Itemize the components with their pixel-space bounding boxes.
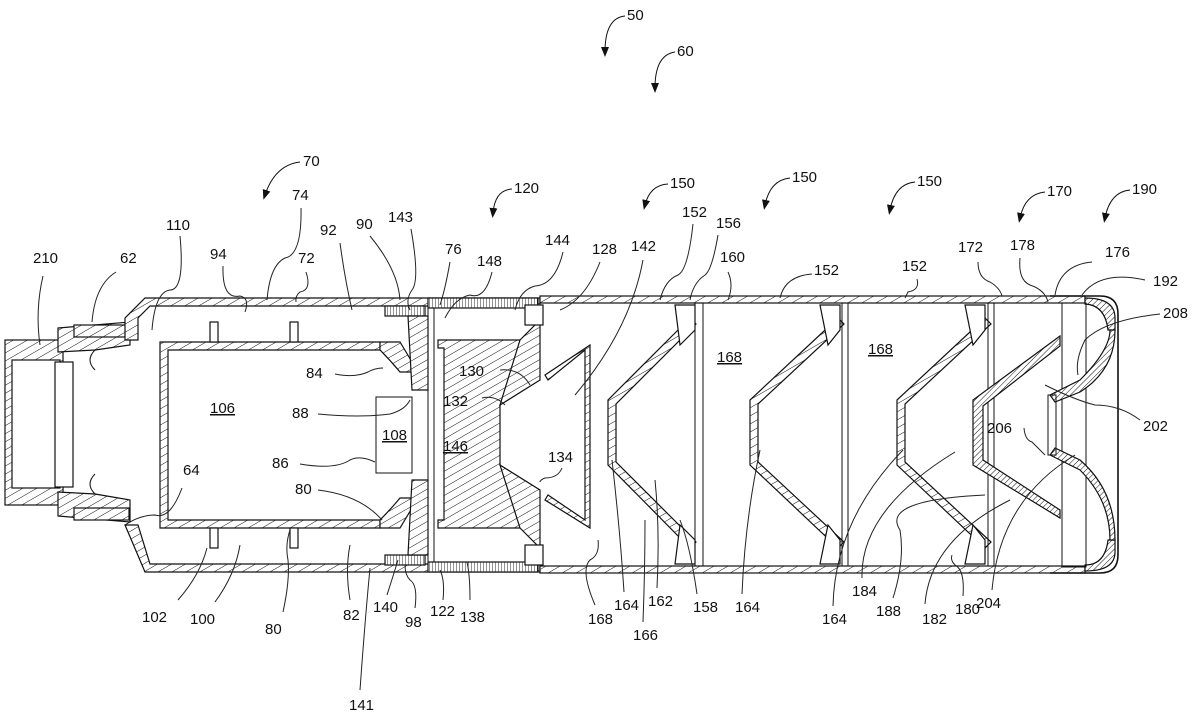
label-192: 192 — [1153, 273, 1178, 290]
label-176: 176 — [1105, 244, 1130, 261]
label-120: 120 — [514, 180, 539, 197]
label-148: 148 — [477, 253, 502, 270]
label-62: 62 — [120, 250, 137, 267]
label-138: 138 — [460, 609, 485, 626]
label-158: 158 — [693, 599, 718, 616]
label-82: 82 — [343, 607, 360, 624]
label-144: 144 — [545, 232, 570, 249]
label-76: 76 — [445, 241, 462, 258]
label-108: 108 — [382, 427, 407, 444]
label-180: 180 — [955, 601, 980, 618]
label-170: 170 — [1047, 183, 1072, 200]
label-150-2: 150 — [792, 169, 817, 186]
label-178: 178 — [1010, 237, 1035, 254]
label-208: 208 — [1163, 305, 1188, 322]
label-74: 74 — [292, 187, 309, 204]
second-stage — [427, 297, 591, 573]
label-160: 160 — [720, 249, 745, 266]
label-204: 204 — [976, 595, 1001, 612]
label-152-2: 152 — [814, 262, 839, 279]
label-168-1: 168 — [717, 349, 742, 366]
label-132: 132 — [443, 393, 468, 410]
label-80-bottom: 80 — [265, 621, 282, 638]
label-146: 146 — [443, 438, 468, 455]
label-152-1: 152 — [682, 204, 707, 221]
label-188: 188 — [876, 603, 901, 620]
label-162: 162 — [648, 593, 673, 610]
label-164-1: 164 — [614, 597, 639, 614]
label-172: 172 — [958, 239, 983, 256]
label-168-3: 168 — [588, 611, 613, 628]
label-143: 143 — [388, 209, 413, 226]
label-70: 70 — [303, 153, 320, 170]
label-184: 184 — [852, 583, 877, 600]
label-141: 141 — [349, 697, 374, 712]
label-142: 142 — [631, 238, 656, 255]
label-94: 94 — [210, 246, 227, 263]
label-166: 166 — [633, 627, 658, 644]
label-128: 128 — [592, 241, 617, 258]
assembly-arrows: 50 60 70 120 150 150 150 170 190 — [262, 7, 1157, 223]
label-110: 110 — [166, 217, 190, 234]
label-90: 90 — [356, 216, 373, 233]
label-150-1: 150 — [670, 175, 695, 192]
label-164-3: 164 — [822, 611, 847, 628]
label-152-3: 152 — [902, 258, 927, 275]
label-98: 98 — [405, 614, 422, 631]
label-210: 210 — [33, 250, 58, 267]
label-140: 140 — [373, 599, 398, 616]
label-102: 102 — [142, 609, 167, 626]
label-190: 190 — [1132, 181, 1157, 198]
label-64: 64 — [183, 462, 200, 479]
label-202: 202 — [1143, 418, 1168, 435]
label-206: 206 — [987, 420, 1012, 437]
bottom-labels: 102 100 80 82 141 140 98 122 138 168 164… — [142, 449, 1076, 712]
end-cap — [972, 302, 1116, 568]
label-92: 92 — [320, 222, 337, 239]
label-134: 134 — [548, 449, 573, 466]
inner-labels: 106 84 88 108 86 80 64 130 132 146 134 1… — [124, 341, 1046, 526]
label-72: 72 — [298, 250, 315, 267]
label-86: 86 — [272, 455, 289, 472]
label-164-2: 164 — [735, 599, 760, 616]
label-60: 60 — [677, 43, 694, 60]
label-84: 84 — [306, 365, 323, 382]
label-106: 106 — [210, 400, 235, 417]
label-150-3: 150 — [917, 173, 942, 190]
label-130: 130 — [459, 363, 484, 380]
baffle-stack — [607, 302, 995, 567]
label-50: 50 — [627, 7, 644, 24]
label-156: 156 — [716, 215, 741, 232]
thread-adapter — [4, 321, 131, 523]
label-100: 100 — [190, 611, 215, 628]
label-88: 88 — [292, 405, 309, 422]
label-80-inner: 80 — [295, 481, 312, 498]
label-168-2: 168 — [868, 341, 893, 358]
label-182: 182 — [922, 611, 947, 628]
blast-chamber — [159, 305, 429, 566]
top-labels: 210 62 110 94 74 72 92 90 143 76 148 144… — [33, 187, 1188, 435]
label-122: 122 — [430, 603, 455, 620]
